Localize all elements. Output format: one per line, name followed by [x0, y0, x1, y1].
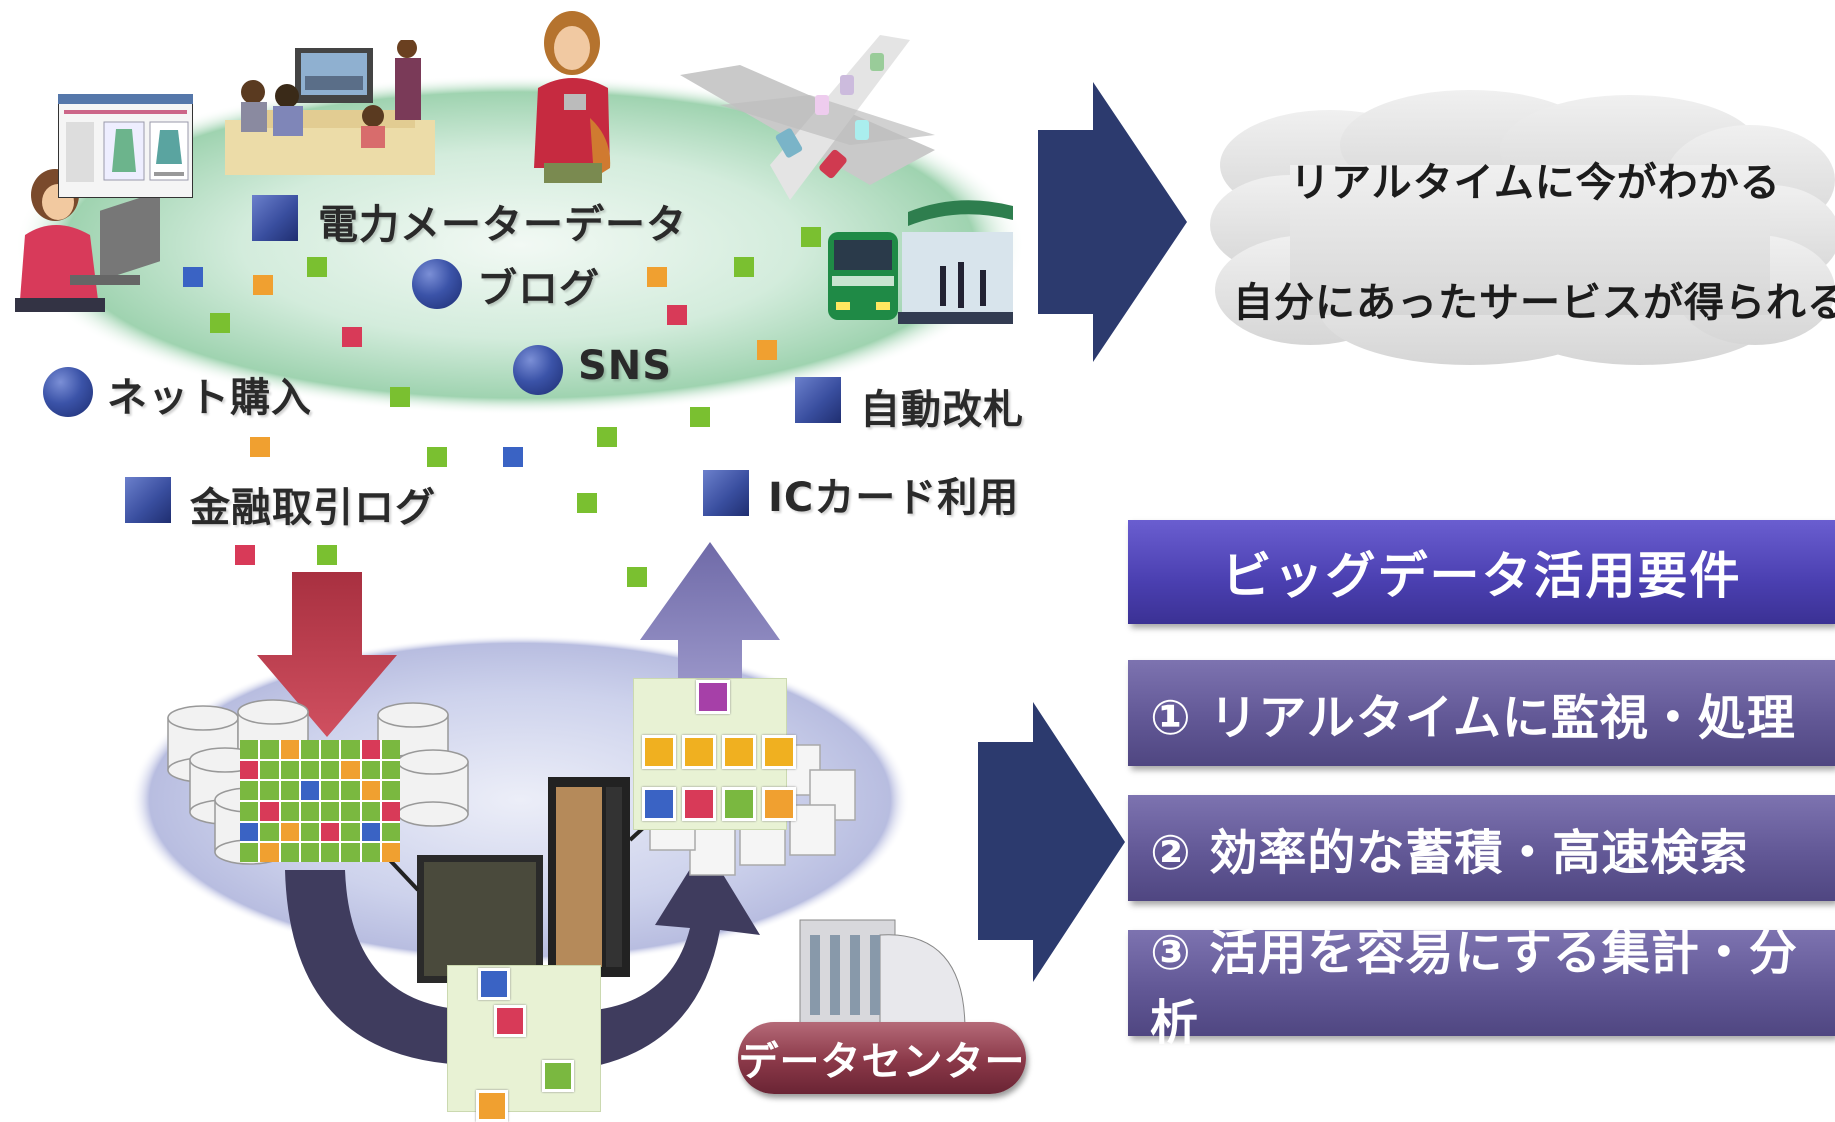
storage-data-grid — [240, 740, 400, 862]
label-blog: ブログ — [477, 266, 600, 312]
data-square — [427, 447, 447, 467]
label-ic-card: ICカード利用 — [768, 475, 1020, 521]
data-square — [690, 407, 710, 427]
auto-gate-square — [795, 377, 841, 423]
net-purchase-dot — [43, 367, 93, 417]
power-meter-square — [252, 195, 298, 241]
agg-row-2 — [642, 787, 796, 821]
financial-log-square — [125, 477, 171, 523]
sns-dot — [513, 345, 563, 395]
building-icon — [799, 919, 966, 1031]
requirement-item-3: ③ 活用を容易にする集計・分析 — [1128, 925, 1835, 1051]
benefit-realtime: リアルタイムに今がわかる — [1290, 160, 1781, 206]
incoming-square — [542, 1060, 574, 1092]
requirement-item-1: ① リアルタイムに監視・処理 — [1128, 660, 1835, 766]
data-square — [734, 257, 754, 277]
data-square — [250, 437, 270, 457]
ic-card-square — [703, 470, 749, 516]
data-square — [307, 257, 327, 277]
data-square — [253, 275, 273, 295]
family-tv-icon — [225, 40, 435, 175]
requirements-title: ビッグデータ活用要件 — [1128, 520, 1835, 624]
incoming-grid — [447, 965, 601, 1112]
label-financial-log: 金融取引ログ — [190, 485, 436, 531]
incoming-square — [494, 1005, 526, 1037]
data-square — [342, 327, 362, 347]
data-square — [503, 447, 523, 467]
data-square — [210, 313, 230, 333]
label-auto-gate: 自動改札 — [860, 387, 1024, 433]
highway-icon — [680, 35, 935, 200]
data-square — [390, 387, 410, 407]
data-square — [757, 340, 777, 360]
result-square — [696, 680, 730, 714]
data-square — [183, 267, 203, 287]
datacenter-badge: データセンター — [738, 1022, 1026, 1094]
train-station-icon — [828, 200, 1013, 324]
incoming-square — [478, 968, 510, 1000]
requirement-item-2: ② 効率的な蓄積・高速検索 — [1128, 795, 1835, 901]
agg-row-1 — [642, 735, 796, 769]
person-laptop-icon — [15, 169, 160, 312]
data-square — [317, 545, 337, 565]
web-shop-window-icon — [58, 94, 193, 198]
blog-dot — [412, 259, 462, 309]
data-square — [801, 227, 821, 247]
cloud-shape — [1210, 90, 1835, 365]
woman-phone-icon — [534, 11, 611, 183]
benefit-personalized: 自分にあったサービスが得られる — [1233, 280, 1835, 326]
data-square — [235, 545, 255, 565]
label-net-purchase: ネット購入 — [107, 375, 312, 421]
label-sns: SNS — [578, 343, 673, 389]
server-rack-icon — [417, 777, 630, 983]
data-square — [667, 305, 687, 325]
storage-grid — [240, 740, 400, 862]
data-square — [577, 493, 597, 513]
data-square — [597, 427, 617, 447]
data-square — [627, 567, 647, 587]
data-square — [647, 267, 667, 287]
label-power-meter: 電力メーターデータ — [318, 202, 687, 248]
